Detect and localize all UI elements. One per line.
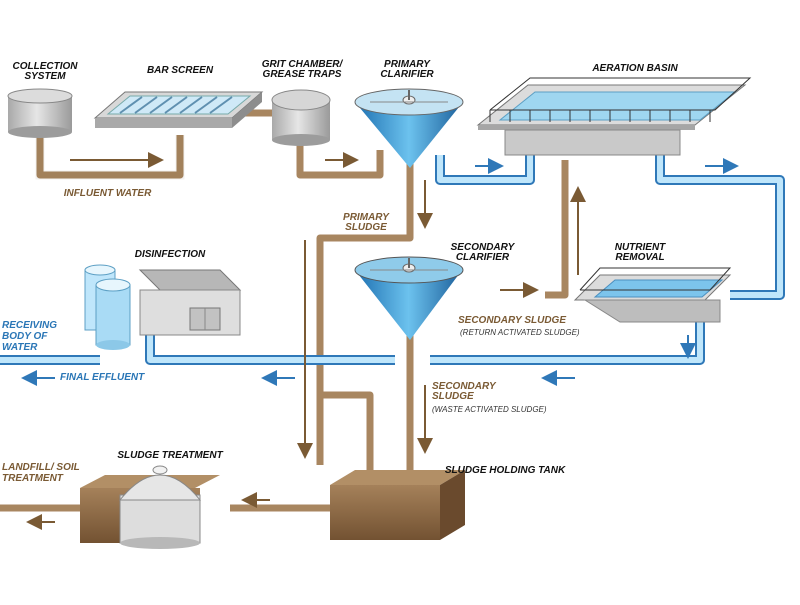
label-final-effluent: FINAL EFFLUENT [60, 372, 145, 383]
label-secondary-sludge-waste: SECONDARY SLUDGE [432, 381, 496, 402]
primary-clarifier [354, 88, 464, 168]
grit-chamber-tank [271, 89, 331, 146]
label-sludge-treatment: SLUDGE TREATMENT [117, 450, 223, 461]
label-grit-chamber: GRIT CHAMBER/ GREASE TRAPS [261, 59, 343, 80]
label-receiving-body: RECEIVING BODY OF WATER [2, 320, 58, 353]
sludge-treatment-digester [80, 465, 220, 549]
sludge-holding-tank [330, 470, 465, 540]
label-primary-clarifier: PRIMARY CLARIFIER [380, 59, 434, 80]
water-pipes [0, 150, 785, 365]
label-landfill: LANDFILL/ SOIL TREATMENT [2, 462, 80, 484]
label-nutrient-removal: NUTRIENT REMOVAL [614, 242, 666, 263]
label-bar-screen: BAR SCREEN [146, 65, 214, 76]
collection-system-tank [7, 88, 73, 138]
label-waste-activated-sludge: (WASTE ACTIVATED SLUDGE) [432, 405, 547, 414]
secondary-clarifier [354, 256, 464, 340]
label-sludge-holding-tank: SLUDGE HOLDING TANK [444, 465, 566, 476]
label-secondary-clarifier: SECONDARY CLARIFIER [450, 242, 515, 263]
label-collection-system: COLLECTION SYSTEM [12, 61, 78, 82]
label-secondary-sludge-return: SECONDARY SLUDGE [458, 315, 566, 326]
aeration-basin [476, 77, 752, 156]
bar-screen [93, 91, 264, 128]
label-disinfection: DISINFECTION [134, 249, 206, 260]
nutrient-removal-basin [573, 267, 732, 323]
disinfection-facility [84, 264, 242, 350]
flow-arrows [21, 152, 739, 530]
label-return-activated-sludge: (RETURN ACTIVATED SLUDGE) [460, 328, 580, 337]
label-primary-sludge: PRIMARY SLUDGE [343, 212, 389, 233]
label-aeration-basin: AERATION BASIN [592, 63, 678, 74]
label-influent-water: INFLUENT WATER [63, 188, 152, 199]
